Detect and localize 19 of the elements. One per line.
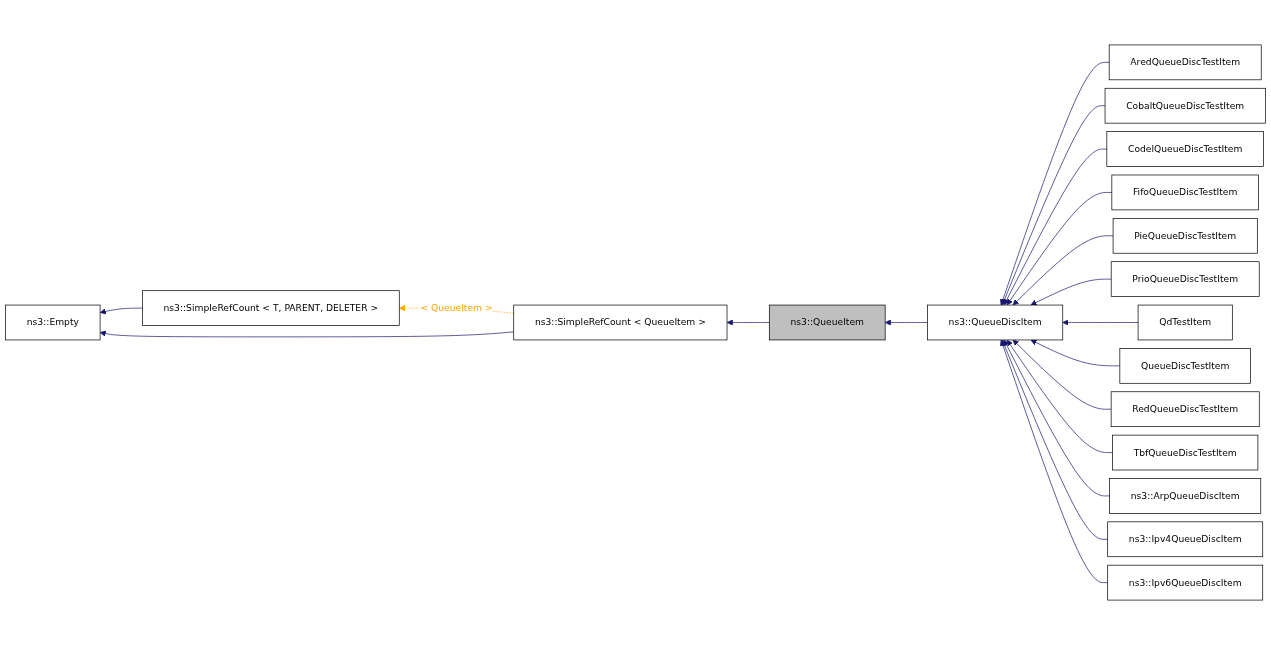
- node-box: QdTestItem: [1137, 304, 1233, 341]
- node-box: FifoQueueDiscTestItem: [1111, 174, 1259, 211]
- node-box: CobaltQueueDiscTestItem: [1104, 87, 1266, 124]
- node-box: AredQueueDiscTestItem: [1108, 44, 1262, 81]
- node-box: CodelQueueDiscTestItem: [1106, 131, 1264, 167]
- node-box: TbfQueueDiscTestItem: [1112, 434, 1259, 471]
- node-box: ns3::QueueDiscItem: [927, 304, 1064, 341]
- node-box: PrioQueueDiscTestItem: [1110, 261, 1260, 297]
- node-box: ns3::ArpQueueDiscItem: [1109, 478, 1262, 514]
- edge-label: < QueueItem >: [420, 302, 493, 314]
- node-box: ns3::QueueItem: [768, 304, 886, 341]
- node-box: ns3::SimpleRefCount < T, PARENT, DELETER >: [142, 290, 400, 326]
- node-box: ns3::Ipv6QueueDiscItem: [1107, 564, 1264, 601]
- node-box: ns3::SimpleRefCount < QueueItem >: [513, 304, 728, 341]
- node-box: ns3::Empty: [5, 304, 101, 341]
- node-box: QueueDiscTestItem: [1119, 348, 1251, 384]
- node-box: RedQueueDiscTestItem: [1110, 391, 1260, 427]
- node-box: ns3::Ipv4QueueDiscItem: [1107, 521, 1264, 558]
- node-box: PieQueueDiscTestItem: [1112, 218, 1258, 254]
